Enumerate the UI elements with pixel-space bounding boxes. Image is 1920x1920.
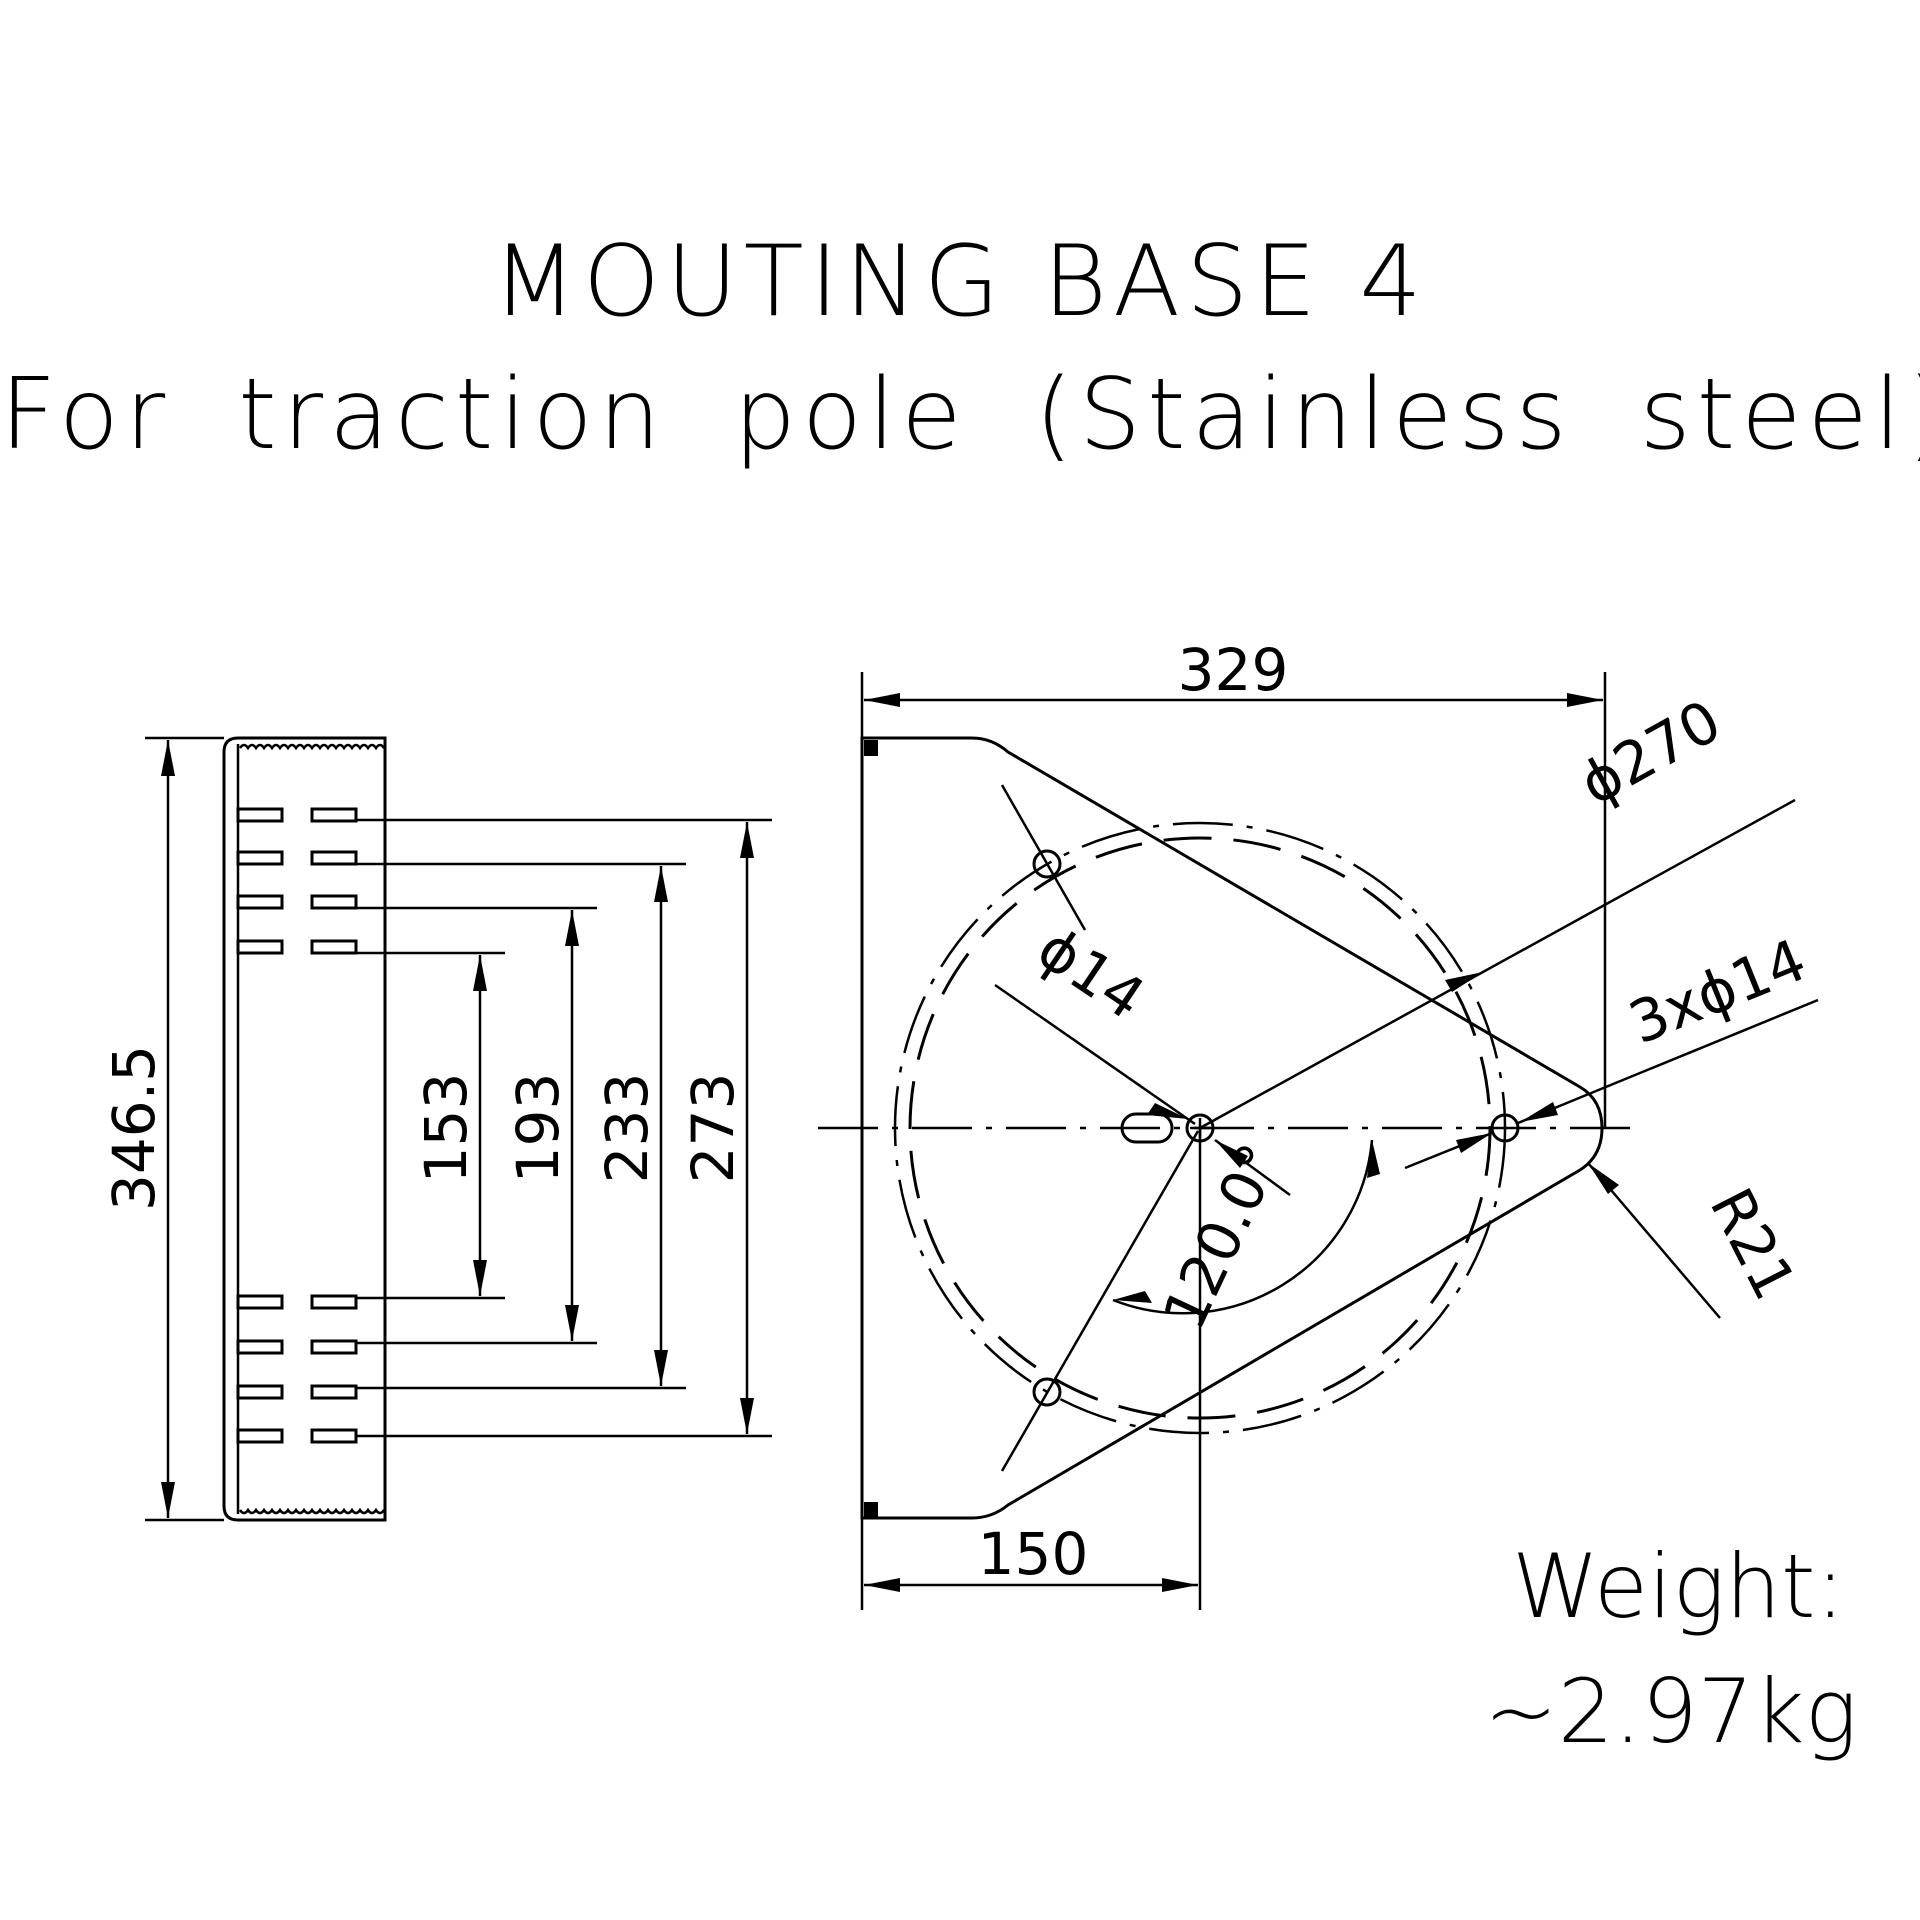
label-hole-angle: 120.0° bbox=[1150, 1134, 1294, 1340]
label-corner-radius: R21 bbox=[1697, 1178, 1809, 1311]
label-mounting-holes: 3xϕ14 bbox=[1620, 926, 1815, 1058]
dim-hole-angle: 120.0° bbox=[1112, 1134, 1380, 1340]
label-center-hole: ϕ14 bbox=[1026, 914, 1157, 1033]
weight-value: ~2.97kg bbox=[1484, 1660, 1858, 1763]
side-view: 346.5 153 193 bbox=[100, 736, 772, 1522]
dim-slot-273: 273 bbox=[679, 822, 754, 1434]
edge-marker-top bbox=[864, 740, 878, 756]
drawing-title: MOUTING BASE 4 bbox=[492, 225, 1428, 339]
label-slot-193: 193 bbox=[504, 1073, 572, 1184]
side-view-outline bbox=[222, 736, 387, 1522]
mounting-hole-bottom bbox=[1032, 1377, 1062, 1407]
weld-bead-bottom bbox=[238, 1507, 386, 1515]
label-bore-offset: 150 bbox=[978, 1520, 1089, 1588]
slots-lower bbox=[236, 1294, 358, 1444]
label-slot-233: 233 bbox=[593, 1073, 661, 1184]
dim-overall-height: 346.5 bbox=[100, 736, 224, 1522]
dim-slot-233: 233 bbox=[593, 866, 668, 1386]
mounting-hole-top bbox=[1032, 849, 1062, 879]
weld-bead-top bbox=[238, 743, 386, 751]
radial-line-top bbox=[1000, 784, 1087, 931]
slot-extension-lines bbox=[356, 818, 772, 1438]
label-overall-height: 346.5 bbox=[100, 1045, 168, 1211]
drawing-subtitle: For traction pole (Stainless steel) bbox=[0, 358, 1920, 472]
dim-bore-offset: 150 bbox=[864, 1128, 1202, 1610]
label-slot-273: 273 bbox=[679, 1073, 747, 1184]
label-pitch-circle: ϕ270 bbox=[1569, 687, 1732, 819]
dim-mounting-holes: 3xϕ14 bbox=[1404, 926, 1819, 1170]
dim-slot-193: 193 bbox=[504, 910, 579, 1341]
front-view: 329 150 ϕ270 ϕ14 bbox=[818, 636, 1819, 1610]
dim-corner-radius: R21 bbox=[1587, 1162, 1809, 1319]
label-overall-width: 329 bbox=[1178, 636, 1289, 704]
edge-marker-bottom bbox=[864, 1502, 878, 1518]
dim-overall-width: 329 bbox=[860, 636, 1607, 1610]
dim-slot-153: 153 bbox=[412, 955, 487, 1296]
weight-label: Weight: bbox=[1512, 1535, 1846, 1638]
label-slot-153: 153 bbox=[412, 1073, 480, 1184]
center-slot bbox=[1120, 1112, 1174, 1144]
mounting-hole-right bbox=[1490, 1113, 1520, 1143]
radial-line-bottom bbox=[1000, 1130, 1200, 1472]
slots-upper bbox=[236, 807, 358, 955]
dim-pitch-circle: ϕ270 bbox=[1199, 687, 1796, 1130]
